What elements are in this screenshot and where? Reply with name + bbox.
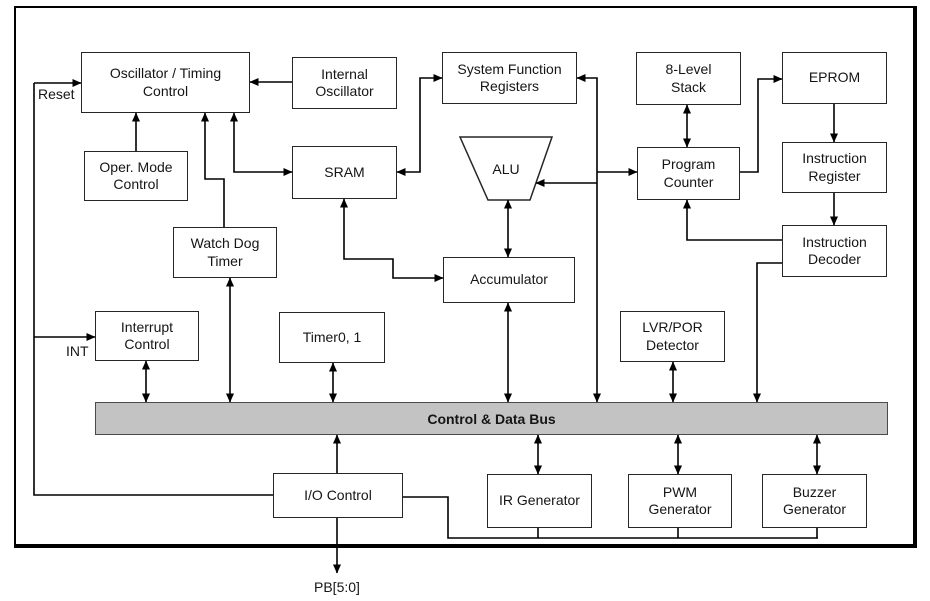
block-sram: SRAM	[292, 146, 397, 199]
block-eprom: EPROM	[782, 52, 887, 104]
pin-label-reset: Reset	[38, 86, 75, 102]
block-label-eprom: EPROM	[808, 69, 861, 86]
block-timer0-1: Timer0, 1	[279, 312, 385, 363]
block-label-internal-oscillator: Internal Oscillator	[315, 65, 374, 99]
block-label-instruction-decoder: Instruction Decoder	[802, 233, 867, 267]
control-data-bus: Control & Data Bus	[95, 402, 888, 435]
block-pwm-generator: PWM Generator	[628, 474, 732, 528]
block-label-system-function-registers: System Function Registers	[457, 60, 562, 94]
block-internal-oscillator: Internal Oscillator	[292, 57, 397, 109]
block-lvr-por-detector: LVR/POR Detector	[620, 311, 725, 362]
block-oper-mode-control: Oper. Mode Control	[84, 151, 188, 201]
block-interrupt-control: Interrupt Control	[95, 311, 199, 361]
block-label-instruction-register: Instruction Register	[802, 150, 867, 184]
block-label-program-counter: Program Counter	[661, 156, 716, 190]
block-label-alu: ALU	[492, 161, 520, 177]
pin-label-pb50: PB[5:0]	[314, 579, 360, 595]
block-label-ir-generator: IR Generator	[499, 492, 580, 509]
block-label-timer0-1: Timer0, 1	[302, 328, 362, 345]
block-oscillator-timing-control: Oscillator / Timing Control	[81, 52, 250, 113]
block-label-pwm-generator: PWM Generator	[648, 483, 712, 517]
block-label-accumulator: Accumulator	[470, 271, 548, 288]
block-system-function-registers: System Function Registers	[442, 52, 577, 104]
block-label-buzzer-generator: Buzzer Generator	[782, 483, 847, 517]
block-label-oper-mode-control: Oper. Mode Control	[99, 158, 173, 192]
block-io-control: I/O Control	[273, 473, 403, 518]
block-accumulator: Accumulator	[443, 257, 575, 303]
block-label-sram: SRAM	[324, 163, 365, 180]
block-label-lvr-por-detector: LVR/POR Detector	[642, 319, 703, 353]
block-program-counter: Program Counter	[637, 147, 740, 200]
block-watch-dog-timer: Watch Dog Timer	[173, 227, 277, 278]
block-label-interrupt-control: Interrupt Control	[120, 318, 174, 352]
pin-label-int: INT	[66, 343, 89, 359]
block-label-eight-level-stack: 8-Level Stack	[665, 61, 712, 95]
block-eight-level-stack: 8-Level Stack	[636, 52, 741, 105]
bus-label: Control & Data Bus	[427, 410, 556, 427]
block-ir-generator: IR Generator	[487, 474, 592, 528]
block-instruction-decoder: Instruction Decoder	[782, 225, 887, 277]
block-instruction-register: Instruction Register	[782, 142, 887, 193]
block-label-io-control: I/O Control	[304, 486, 372, 503]
block-buzzer-generator: Buzzer Generator	[762, 474, 867, 528]
block-label-oscillator-timing-control: Oscillator / Timing Control	[109, 65, 222, 99]
block-label-watch-dog-timer: Watch Dog Timer	[190, 235, 260, 269]
